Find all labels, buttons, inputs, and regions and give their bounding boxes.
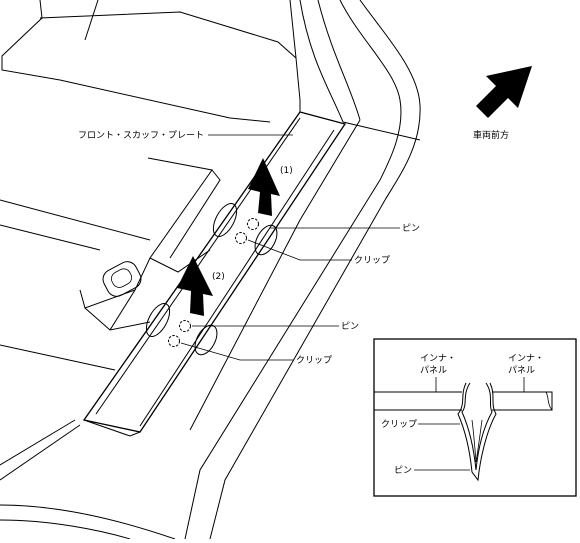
label-front-scuff-plate: フロント・スカッフ・プレート: [78, 130, 204, 141]
removal-arrow-2: [177, 256, 213, 316]
label-vehicle-front: 車両前方: [473, 129, 509, 141]
removal-arrow-1: [248, 158, 280, 216]
dashed-markers: [168, 218, 259, 347]
label-step-1: (1): [280, 166, 293, 176]
inset-label-inner-panel-right-1: インナ・: [508, 353, 544, 364]
vehicle-body-outline: [0, 0, 421, 540]
inset-label-clip: クリップ: [381, 419, 417, 430]
inset-label-inner-panel-left-1: インナ・: [420, 353, 456, 364]
inset-label-inner-panel-right-2: パネル: [508, 365, 535, 376]
label-clip-1: クリップ: [354, 255, 390, 266]
clip-detail-inset: インナ・ パネル インナ・ パネル クリップ ピン: [373, 338, 577, 497]
label-pin-1: ピン: [402, 223, 420, 234]
inset-label-inner-panel-left-2: パネル: [420, 365, 447, 376]
label-pin-2: ピン: [341, 321, 359, 332]
vehicle-front-arrow-icon: [476, 66, 532, 118]
label-step-2: (2): [212, 272, 225, 282]
label-clip-2: クリップ: [296, 355, 332, 366]
callouts: フロント・スカッフ・プレート 車両前方 (1) (2) ピン クリップ ピン ク…: [78, 129, 509, 366]
inset-label-pin: ピン: [394, 465, 412, 476]
